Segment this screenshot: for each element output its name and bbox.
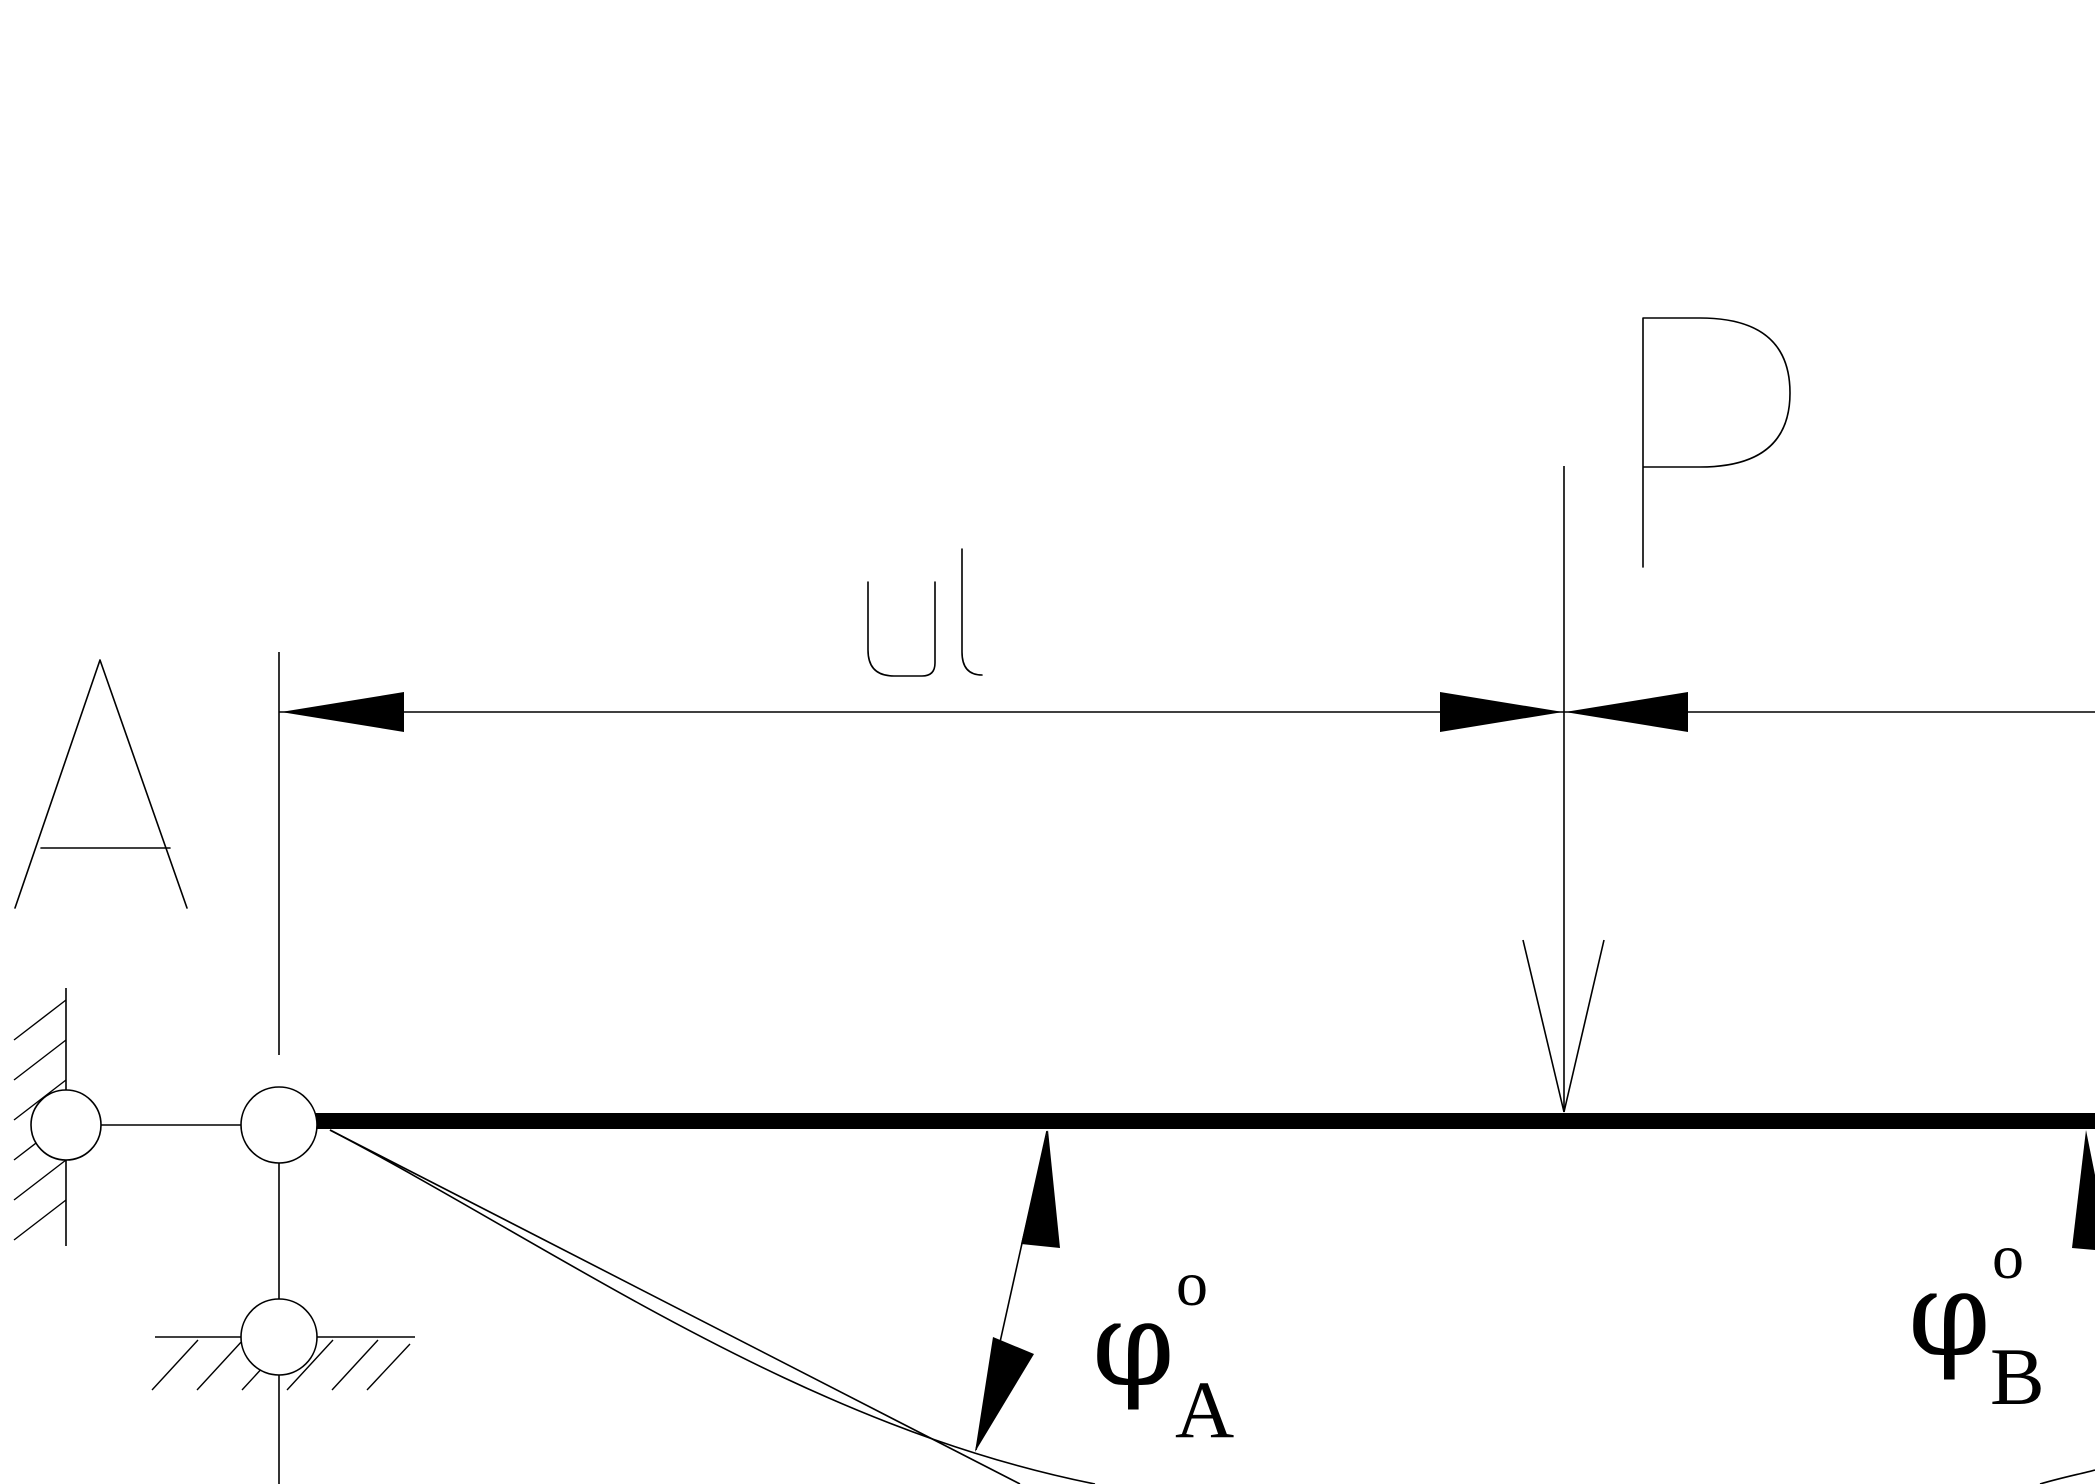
beam-hinge-a <box>240 1086 318 1164</box>
angle-phi-a: φ o A <box>975 1130 1234 1455</box>
ul-label <box>867 548 983 677</box>
phi-b-symbol: φ <box>1908 1245 1991 1383</box>
phi-b-subscript: B <box>1990 1331 2045 1422</box>
phi-b-superscript: o <box>1992 1221 2024 1292</box>
dimension-arrow-left <box>281 692 404 732</box>
phi-a-superscript: o <box>1176 1248 1208 1319</box>
a-label <box>14 659 188 909</box>
p-label <box>1642 317 1791 568</box>
load-p <box>1522 317 1791 1113</box>
dimension-ul <box>278 548 2095 1055</box>
phi-a-subscript: A <box>1175 1364 1234 1455</box>
dimension-arrow-next <box>1565 692 1688 732</box>
support-a <box>13 988 415 1484</box>
load-arrow-head <box>1522 939 1605 1113</box>
ground-hinge <box>240 1298 318 1376</box>
tangent-line-a <box>329 1129 1021 1484</box>
phi-a-symbol: φ <box>1092 1275 1175 1413</box>
deflection-curve-b <box>2039 1469 2095 1484</box>
deflection-curve <box>329 1129 1096 1484</box>
wall-hinge <box>30 1089 102 1161</box>
angle-phi-b: φ o B <box>1908 1130 2095 1422</box>
angle-arrow-a-bottom <box>975 1337 1034 1452</box>
dimension-arrow-right <box>1440 692 1563 732</box>
angle-arrow-a-top <box>1021 1130 1060 1248</box>
angle-arrow-b-top <box>2072 1130 2095 1250</box>
